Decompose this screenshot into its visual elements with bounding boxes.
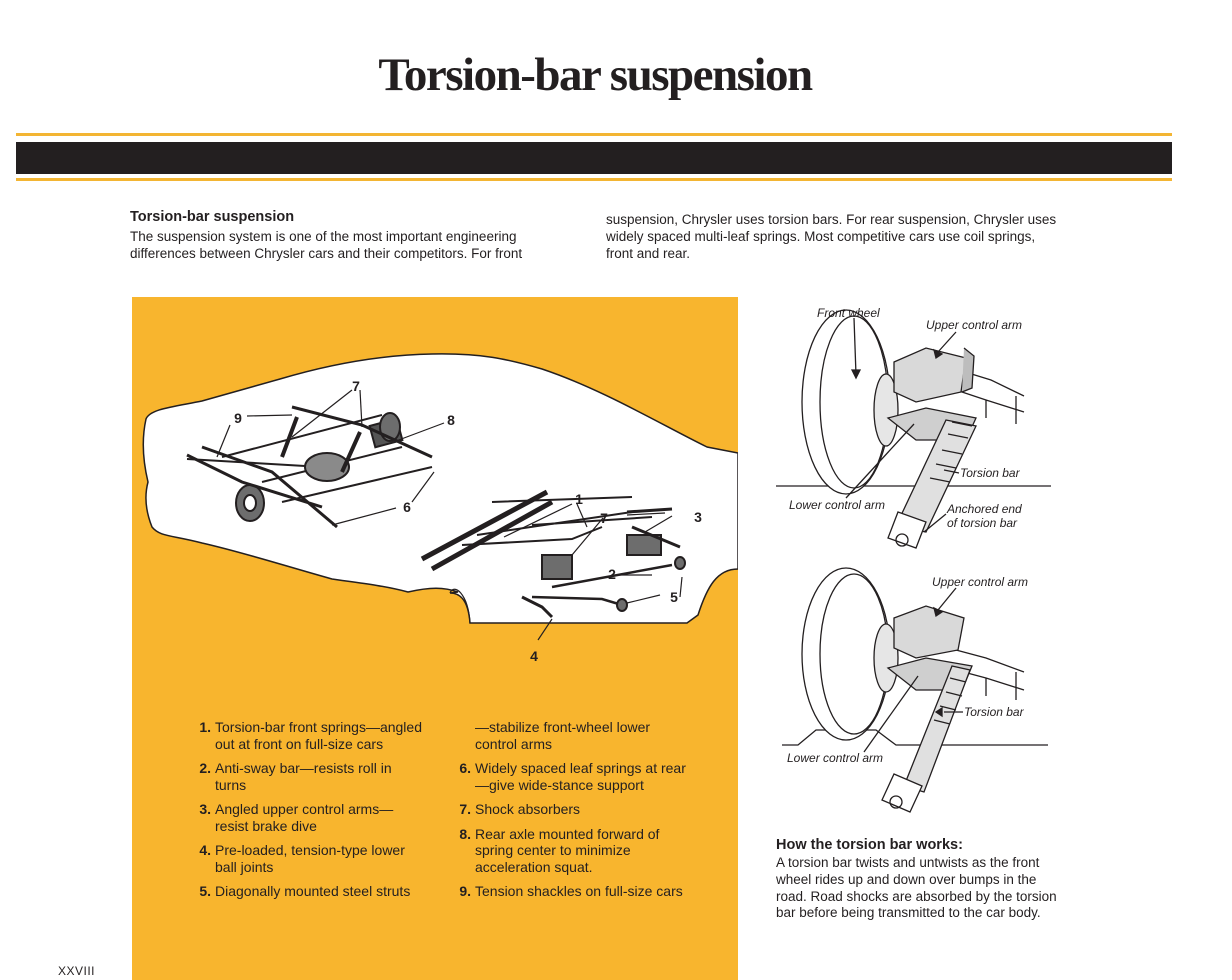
callout-leaders: [216, 389, 683, 641]
intro-column-2: suspension, Chrysler uses torsion bars. …: [606, 212, 1057, 261]
label-upper-control-arm-top: Upper control arm: [926, 318, 1023, 332]
callout-6: 6: [403, 499, 411, 515]
legend-column-1: 1.Torsion-bar front springs—angled out a…: [196, 719, 426, 908]
page-title: Torsion-bar suspension: [378, 49, 813, 101]
callout-7-front: 7: [600, 510, 608, 526]
torsion-bar-diagram-top: [776, 309, 1051, 549]
legend-item: 4.Pre-loaded, tension-type lower ball jo…: [199, 842, 405, 875]
legend-item: 3.Angled upper control arms—resist brake…: [199, 801, 394, 834]
callout-5: 5: [670, 589, 678, 605]
how-text: A torsion bar twists and untwists as the…: [776, 855, 1057, 921]
legend-item: 1.Torsion-bar front springs—angled out a…: [199, 719, 422, 752]
how-heading: How the torsion bar works:: [776, 837, 963, 853]
legend-item: 8.Rear axle mounted forward of spring ce…: [459, 825, 660, 875]
legend-item: 9.Tension shackles on full-size cars: [459, 883, 683, 899]
label-front-wheel: Front wheel: [817, 306, 880, 320]
callout-3: 3: [694, 509, 702, 525]
intro-heading: Torsion-bar suspension: [130, 209, 295, 225]
legend-item: 5.Diagonally mounted steel struts: [199, 883, 411, 899]
yellow-rule-top: [16, 133, 1172, 136]
callout-9: 9: [234, 410, 242, 426]
label-anchored-end-line1: Anchored end: [947, 502, 1022, 516]
callout-1: 1: [575, 491, 583, 507]
yellow-rule-bottom: [16, 178, 1172, 181]
callout-4: 4: [530, 648, 538, 664]
chassis-illustration: 7 9 8 6 1 7 3 2 5 4: [142, 353, 738, 664]
torsion-bar-diagram-bottom: [782, 567, 1048, 813]
legend-item: 6.Widely spaced leaf springs at rear—giv…: [459, 760, 686, 793]
dark-band: [16, 142, 1172, 174]
label-lower-control-arm-top: Lower control arm: [789, 498, 886, 512]
legend-item: 2.Anti-sway bar—resists roll in turns: [199, 760, 392, 793]
front-suspension: [420, 489, 686, 619]
callout-7-rear: 7: [352, 378, 360, 394]
label-torsion-bar-bottom: Torsion bar: [964, 705, 1024, 719]
callout-2: 2: [608, 566, 616, 582]
label-lower-control-arm-bottom: Lower control arm: [787, 751, 884, 765]
legend-item: 7.Shock absorbers: [459, 801, 581, 817]
label-torsion-bar-top: Torsion bar: [960, 466, 1020, 480]
page-number: XXVIII: [58, 964, 96, 978]
legend-column-2: —stabilize front-wheel lower control arm…: [456, 719, 686, 908]
callout-8: 8: [447, 412, 455, 428]
intro-column-1: The suspension system is one of the most…: [130, 229, 523, 261]
legend-item-continuation: —stabilize front-wheel lower control arm…: [475, 719, 651, 752]
label-upper-control-arm-bottom: Upper control arm: [932, 575, 1029, 589]
car-silhouette: [142, 353, 738, 624]
label-anchored-end-line2: of torsion bar: [947, 516, 1018, 530]
